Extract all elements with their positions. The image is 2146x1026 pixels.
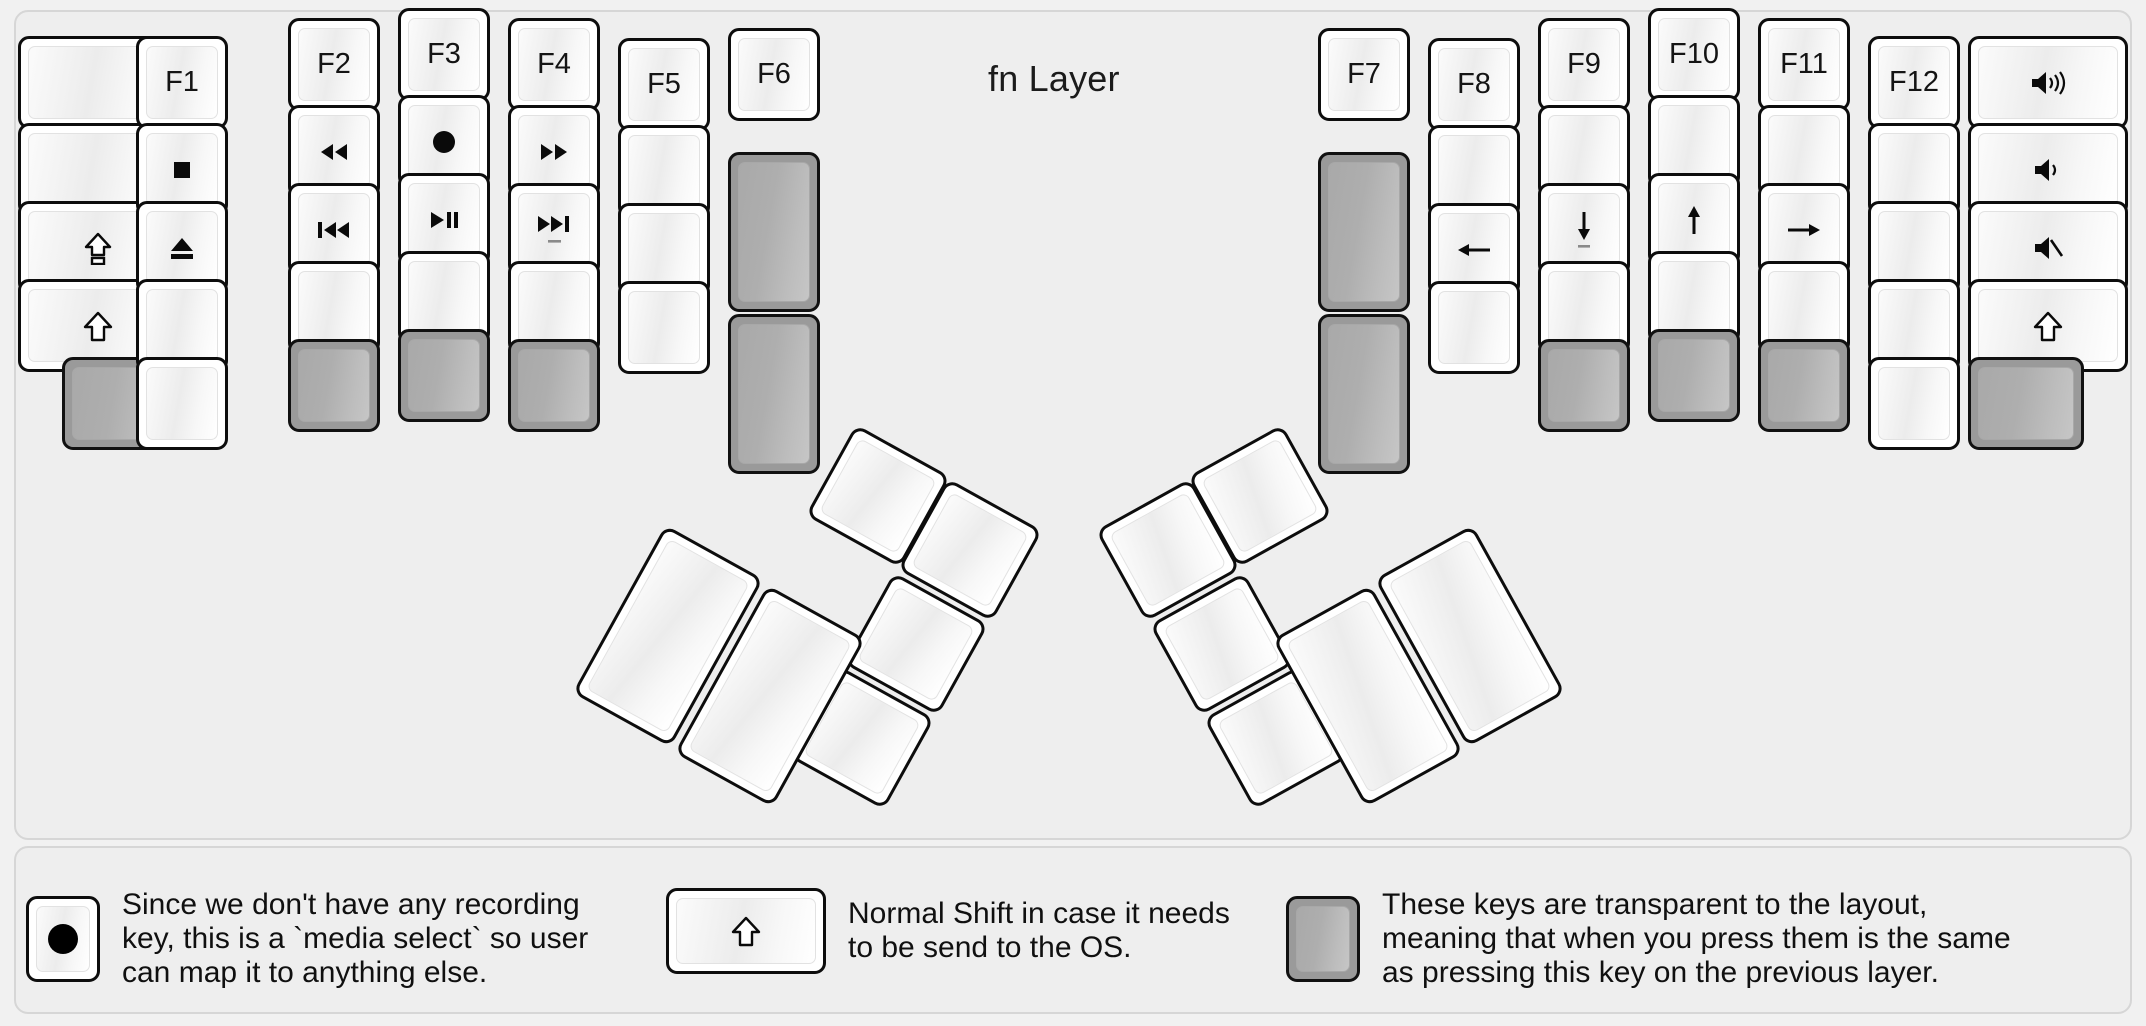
key-label: F6 [757,58,791,90]
key-right-c5-r0-f12[interactable]: F12 [1868,36,1960,129]
key-left-c1-r1-stop[interactable] [136,123,228,216]
key-left-c3-r4-transparent[interactable] [398,329,490,422]
key-label: F11 [1780,48,1828,80]
key-right-c1-r3[interactable] [1428,281,1520,374]
key-left-c5-r2[interactable] [618,203,710,296]
key-left-c6-r2-transparent[interactable] [728,314,820,474]
key-left-c5-r0-f5[interactable]: F5 [618,38,710,131]
key-left-c1-r4[interactable] [136,357,228,450]
key-left-c4-r0-f4[interactable]: F4 [508,18,600,111]
key-right-c1-r0-f8[interactable]: F8 [1428,38,1520,131]
key-left-c1-r0-f1[interactable]: F1 [136,36,228,129]
legend-panel [14,846,2132,1014]
key-left-c2-r3[interactable] [288,261,380,354]
legend-item-shift: Normal Shift in case it needs to be send… [666,888,1230,974]
volume-mute-icon [2035,236,2064,259]
legend-key-shift [666,888,826,974]
key-label: F12 [1889,66,1939,98]
media-rewind-icon [321,143,347,160]
arrow-down-icon [1578,211,1590,248]
key-right-c3-r0-f10[interactable]: F10 [1648,8,1740,101]
key-label: F10 [1669,38,1719,70]
shift-icon [83,311,113,341]
key-right-c0-r0-f7[interactable]: F7 [1318,28,1410,121]
key-label: F9 [1567,48,1601,80]
key-right-c6-r4-transparent[interactable] [1968,357,2084,450]
key-left-c3-r2-play-pause[interactable] [398,173,490,266]
key-left-c1-r3[interactable] [136,279,228,372]
key-right-c5-r2[interactable] [1868,201,1960,294]
media-next-track-icon [538,215,569,243]
key-left-c2-r4-transparent[interactable] [288,339,380,432]
key-right-c2-r3[interactable] [1538,261,1630,354]
key-left-c4-r2-next-track[interactable] [508,183,600,276]
key-right-c4-r0-f11[interactable]: F11 [1758,18,1850,111]
media-record-icon [48,924,78,955]
key-right-c4-r1[interactable] [1758,105,1850,198]
page-title: fn Layer [988,58,1120,99]
media-prev-track-icon [318,221,349,238]
shift-icon [731,916,761,947]
key-right-c4-r3[interactable] [1758,261,1850,354]
key-left-c5-r3[interactable] [618,281,710,374]
legend-text: Normal Shift in case it needs to be send… [848,896,1230,964]
shift-icon [2033,311,2063,341]
key-right-c5-r4[interactable] [1868,357,1960,450]
key-label: F4 [537,48,571,80]
key-right-c4-r2-arrow-right[interactable] [1758,183,1850,276]
media-stop-icon [174,161,190,178]
legend-text: These keys are transparent to the layout… [1382,888,2011,990]
key-left-c2-r1-rewind[interactable] [288,105,380,198]
key-right-c0-r2-transparent[interactable] [1318,314,1410,474]
key-label: F3 [427,38,461,70]
key-right-c6-r2-volume-mute[interactable] [1968,201,2128,294]
key-label: F8 [1457,68,1491,100]
key-left-c2-r0-f2[interactable]: F2 [288,18,380,111]
key-label: F5 [647,68,681,100]
legend-item-transparent: These keys are transparent to the layout… [1286,888,2011,991]
key-right-c2-r4-transparent[interactable] [1538,339,1630,432]
key-left-c1-r2-eject[interactable] [136,201,228,294]
legend-item-record: Since we don't have any recording key, t… [26,888,588,991]
key-label: F1 [165,66,199,98]
key-right-c5-r1[interactable] [1868,123,1960,216]
legend-key-record [26,896,100,983]
legend-key-transparent [1286,896,1360,983]
key-label: F7 [1347,58,1381,90]
caps-lock-icon [84,232,112,265]
key-left-c6-r1-transparent[interactable] [728,152,820,312]
key-left-c3-r1-record[interactable] [398,95,490,188]
key-right-c4-r4-transparent[interactable] [1758,339,1850,432]
key-right-c0-r1-transparent[interactable] [1318,152,1410,312]
arrow-left-icon [1458,243,1490,256]
key-left-c4-r3[interactable] [508,261,600,354]
key-right-c2-r0-f9[interactable]: F9 [1538,18,1630,111]
legend-text: Since we don't have any recording key, t… [122,888,589,990]
key-right-c3-r1[interactable] [1648,95,1740,188]
key-right-c1-r2-arrow-left[interactable] [1428,203,1520,296]
key-right-c3-r4-transparent[interactable] [1648,329,1740,422]
media-record-icon [433,130,455,153]
arrow-right-icon [1788,223,1820,236]
volume-down-icon [2035,158,2057,181]
volume-up-icon [2032,70,2066,95]
key-label: F2 [317,48,351,80]
media-fast-forward-icon [541,143,567,160]
key-left-c3-r0-f3[interactable]: F3 [398,8,490,101]
key-right-c6-r0-volume-up[interactable] [1968,36,2128,129]
key-right-c2-r2-arrow-down[interactable] [1538,183,1630,276]
media-eject-icon [171,237,193,259]
arrow-up-icon [1688,205,1700,234]
key-left-c6-r0-f6[interactable]: F6 [728,28,820,121]
key-left-c4-r4-transparent[interactable] [508,339,600,432]
key-right-c5-r3[interactable] [1868,279,1960,372]
media-play-pause-icon [431,211,458,228]
